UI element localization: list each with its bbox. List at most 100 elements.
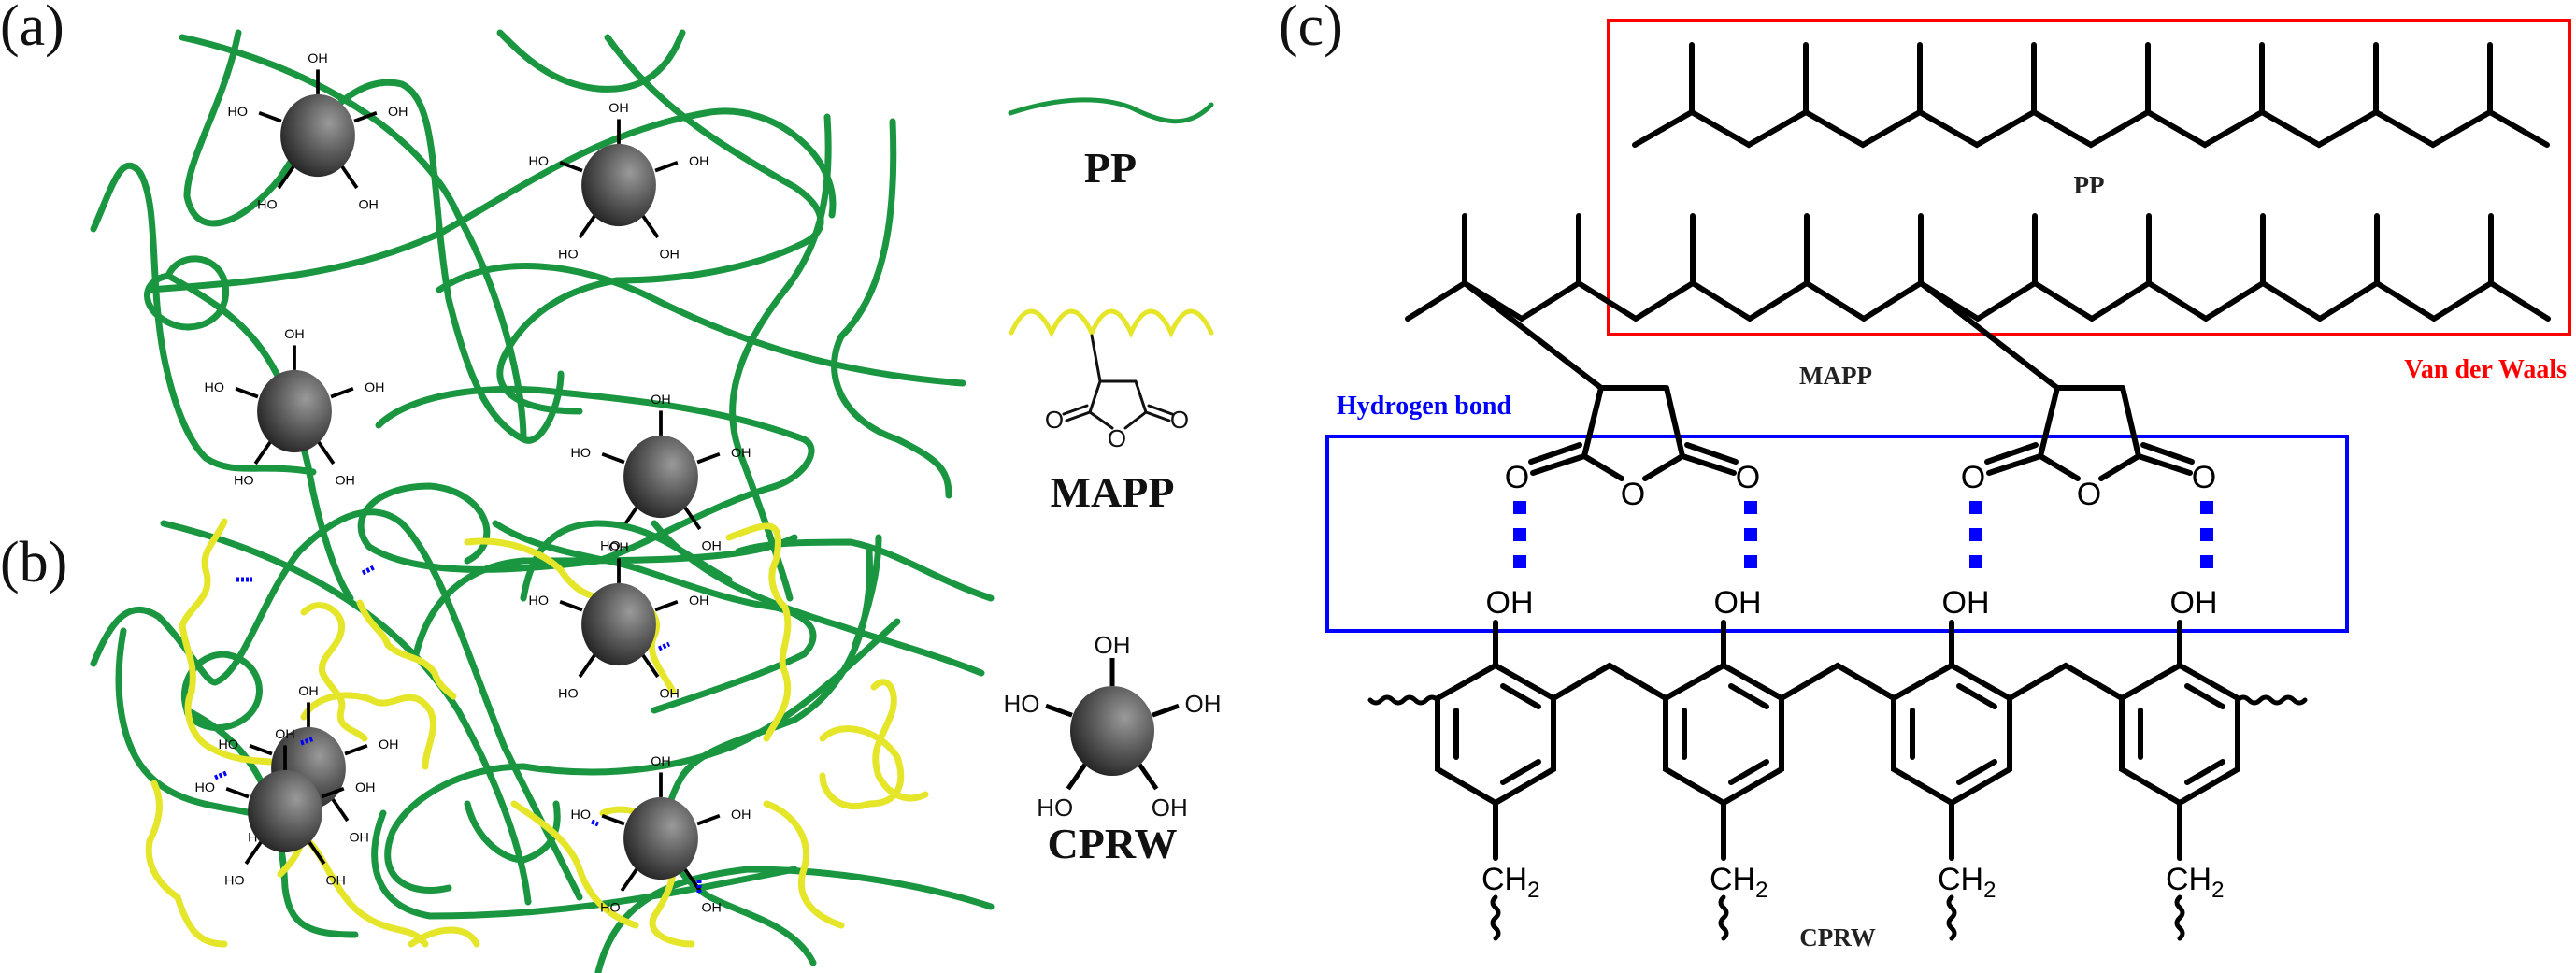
- hydroxyl-label: HO: [529, 154, 549, 169]
- hydroxyl-bond: [225, 786, 250, 799]
- hydroxyl-bond: [578, 653, 596, 679]
- cprw-sphere: [581, 143, 656, 227]
- mapp-chain: [725, 522, 792, 742]
- bond-line: [2038, 453, 2081, 481]
- hydroxyl-bond: [1152, 703, 1180, 718]
- hydrogen-bond-mark: [300, 736, 315, 746]
- pp-chain: [831, 118, 952, 499]
- bond-line: [1581, 385, 1604, 459]
- carbonyl-oxygen: O: [2192, 460, 2216, 495]
- carbonyl-bond: [2140, 442, 2195, 465]
- hydroxyl-label: HO: [228, 105, 248, 120]
- hydroxyl-bond: [249, 743, 273, 756]
- hydroxyl-label: HO: [1004, 690, 1040, 718]
- hydroxyl-label: OH: [325, 874, 345, 889]
- chain-continuation: [2235, 694, 2308, 706]
- hydroxyl-bond: [321, 786, 345, 799]
- mapp-chain: [179, 518, 429, 948]
- pp-chain: [179, 34, 527, 443]
- hydroxyl-bond: [641, 214, 660, 239]
- hydrogen-bond-marks: [214, 565, 702, 893]
- hydroxyl-bond: [308, 840, 326, 866]
- van-der-waals-label: Van der Waals: [2404, 355, 2567, 384]
- mapp-chain: [356, 599, 457, 700]
- hydroxyl-label: OH: [388, 105, 408, 120]
- hydroxyl-bond: [683, 506, 702, 531]
- bond-line: [2038, 385, 2060, 459]
- pp-chain: [160, 520, 532, 906]
- hydroxyl-label: OH: [308, 51, 327, 66]
- pp-chain: [492, 520, 817, 714]
- hydroxyl-bond: [1138, 763, 1159, 791]
- carbonyl-oxygen: O: [1505, 460, 1529, 495]
- hydroxyl-label: OH: [349, 831, 368, 846]
- mapp-chain: [510, 800, 639, 929]
- pp-chain: [496, 29, 686, 93]
- methylene-label: CH2: [1481, 862, 1539, 903]
- graft-bond: [1918, 280, 2060, 391]
- panel-label-a: (a): [0, 0, 64, 58]
- hydroxyl-label: OH: [731, 446, 751, 461]
- cprw-sphere: [248, 769, 322, 853]
- hydroxyl-label: HO: [529, 594, 549, 608]
- cprw-sphere: [581, 582, 656, 666]
- legend-label-mapp: MAPP: [1051, 468, 1175, 516]
- bond-line: [1664, 385, 1685, 459]
- hydroxyl-label: OH: [275, 727, 294, 742]
- hydroxyl-label: OH: [701, 539, 721, 554]
- hydrogen-bond-dash: [2200, 555, 2213, 568]
- hydrogen-bond-dash: [1513, 555, 1526, 568]
- cprw-sphere: [257, 369, 332, 453]
- hydrogen-bond-dash: [1744, 501, 1757, 514]
- hydroxyl-bond: [244, 840, 263, 866]
- hydrogen-bond-dash: [1969, 555, 1982, 568]
- methylene-subscript: 2: [1983, 878, 1996, 903]
- hydroxyl-label: OH: [608, 540, 628, 555]
- legend-item-pp: PP: [1008, 97, 1214, 192]
- hydrogen-bond-dash: [2200, 528, 2213, 541]
- hydroxyl-label: OH: [298, 684, 318, 699]
- backbone: [1632, 108, 2550, 149]
- hydroxyl-label: OH: [689, 154, 708, 169]
- cprw-sphere: [623, 435, 698, 519]
- hydroxyl-bond: [559, 160, 583, 173]
- mapp-chain: [819, 725, 905, 810]
- pp-chain: [146, 107, 837, 293]
- hydroxyl-label: OH: [335, 474, 354, 489]
- chain-continuation: [2174, 894, 2185, 941]
- hydroxyl-bond: [330, 386, 354, 399]
- hydroxyl-label: OH: [379, 737, 398, 752]
- hydroxyl-bond: [340, 165, 359, 190]
- methylene-bridge: [1779, 662, 1896, 701]
- hydroxyl-label: OH: [1942, 585, 1990, 621]
- anhydride-oxygen: O: [1045, 406, 1064, 434]
- hydroxyl-label: HO: [257, 198, 277, 213]
- hydroxyl-bond: [235, 386, 259, 399]
- hydroxyl-bond: [253, 440, 272, 465]
- hydroxyl-label: OH: [731, 808, 751, 823]
- mapp-chain-structure: [1405, 213, 2551, 322]
- carbonyl-oxygen: O: [1736, 460, 1760, 495]
- hydroxyl-label: HO: [571, 808, 591, 823]
- hydroxyl-label: OH: [608, 101, 628, 116]
- pp-chain: [115, 627, 284, 826]
- pp-chain: [144, 255, 354, 602]
- pp-chain: [594, 866, 995, 973]
- carbonyl-bond: [1528, 442, 1582, 465]
- hydroxyl-bond: [641, 653, 660, 679]
